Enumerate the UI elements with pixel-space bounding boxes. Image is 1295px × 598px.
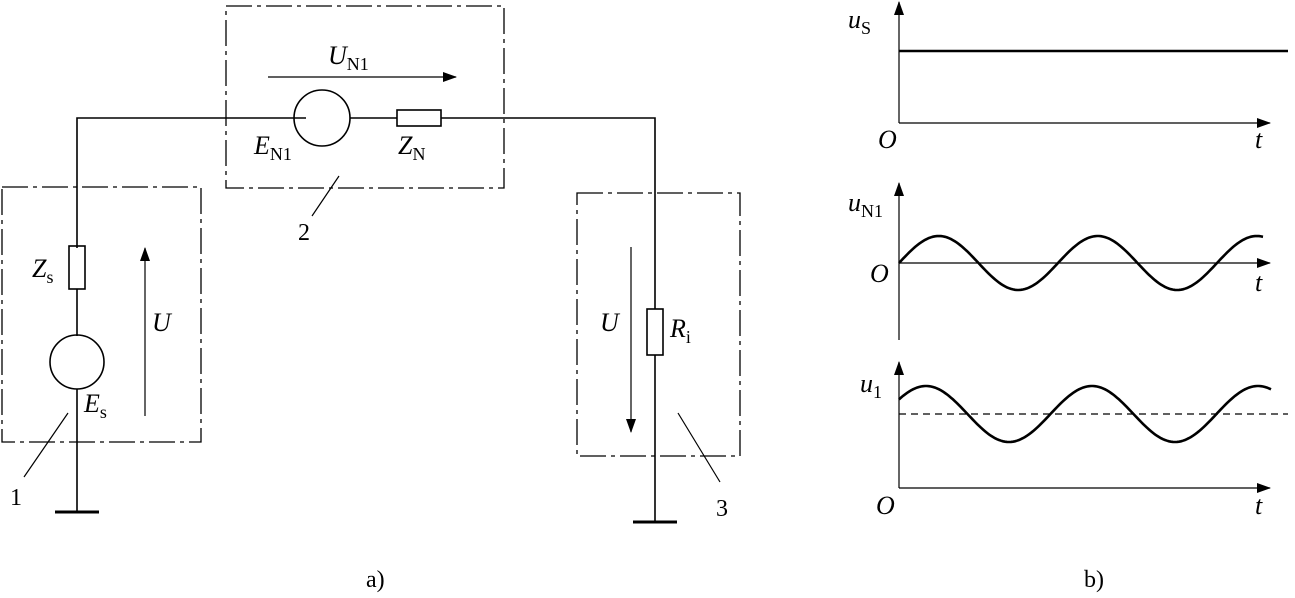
plot-u1-x-label: t [1255, 491, 1263, 520]
wire-to-receiver [441, 117, 656, 309]
plot-us-origin: O [878, 125, 897, 154]
waveform-plots: uS O t uN1 O t u1 O t [848, 1, 1288, 593]
plot-un1: uN1 O t [848, 182, 1271, 340]
label-zs: Zs [32, 254, 53, 287]
circuit-diagram: UN1 EN1 ZN Zs Es U U Ri 1 2 3 a) [1, 5, 741, 593]
plot-us-x-label: t [1255, 125, 1263, 154]
plot-us-y-label: uS [848, 5, 871, 38]
number-1: 1 [10, 485, 22, 511]
source-box [1, 186, 202, 443]
resistor-ri [646, 308, 664, 356]
plot-un1-y-label: uN1 [848, 188, 883, 221]
label-es: Es [83, 389, 107, 422]
label-zn: ZN [398, 131, 425, 164]
source-es [49, 334, 105, 390]
plot-un1-signal [898, 234, 1264, 292]
source-en1 [293, 89, 351, 147]
wire-top [76, 117, 306, 248]
coupling-box [225, 5, 505, 189]
label-un1: UN1 [328, 41, 369, 74]
caption-a: a) [366, 567, 385, 593]
leader-2 [311, 175, 340, 217]
caption-b: b) [1084, 567, 1104, 593]
plot-u1-signal [898, 384, 1272, 444]
leader-3 [677, 412, 721, 483]
impedance-zs [68, 245, 86, 290]
number-3: 3 [716, 496, 728, 522]
leader-1 [23, 412, 69, 478]
receiver-box [576, 192, 741, 457]
plot-u1-origin: O [876, 491, 895, 520]
label-en1: EN1 [253, 131, 292, 164]
plot-u1: u1 O t [860, 361, 1288, 520]
impedance-zn [396, 109, 442, 127]
plot-un1-x-label: t [1255, 268, 1263, 297]
label-u-left: U [152, 308, 173, 337]
plot-un1-origin: O [870, 259, 889, 288]
plot-u1-y-label: u1 [860, 369, 882, 402]
label-u-right: U [600, 308, 621, 337]
number-2: 2 [298, 220, 310, 246]
label-ri: Ri [669, 314, 691, 347]
plot-us: uS O t [848, 1, 1288, 154]
